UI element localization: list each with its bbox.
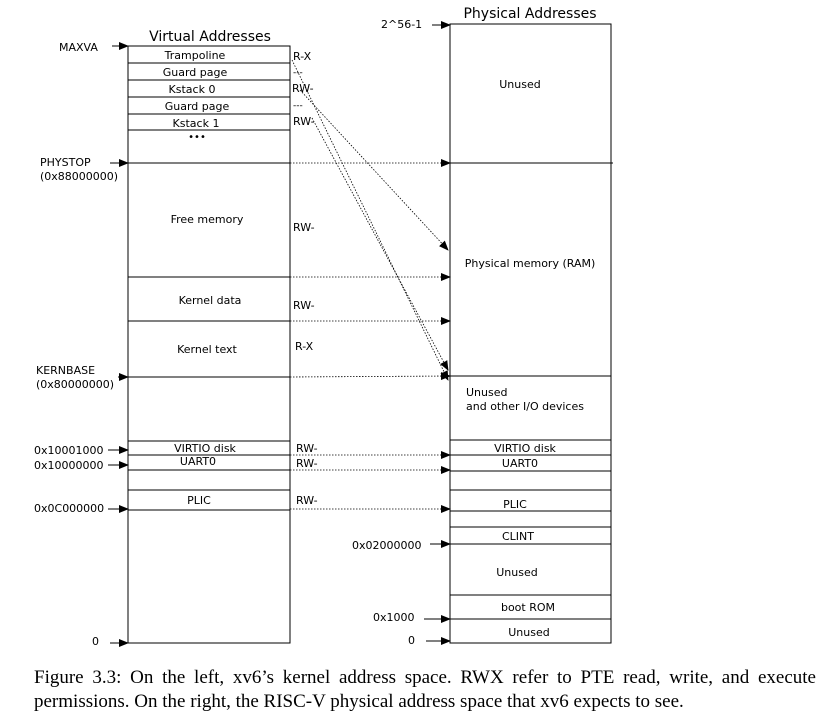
addr-clint: 0x02000000 xyxy=(352,539,422,552)
perm-trampoline: R-X xyxy=(293,50,312,63)
v-plic-label: PLIC xyxy=(187,494,211,507)
p-unused-mid-label: Unused xyxy=(496,566,537,579)
v-trampoline-label: Trampoline xyxy=(164,49,226,62)
v-guard-page-1-label: Guard page xyxy=(163,66,228,79)
p-virtio-disk-label: VIRTIO disk xyxy=(494,442,556,455)
map-trampoline xyxy=(291,59,449,381)
perm-kstack-1: RW- xyxy=(293,115,315,128)
map-kstack-0 xyxy=(299,89,449,251)
figure-caption: Figure 3.3: On the left, xv6’s kernel ad… xyxy=(34,667,816,712)
p-ram-label: Physical memory (RAM) xyxy=(465,257,596,270)
addr-virtio: 0x10001000 xyxy=(34,444,104,457)
v-free-memory-label: Free memory xyxy=(171,213,244,226)
mapping-arrows xyxy=(289,59,451,513)
p-plic-label: PLIC xyxy=(503,498,527,511)
addr-plic: 0x0C000000 xyxy=(34,502,104,515)
v-ellipsis: ••• xyxy=(188,132,206,143)
addr-boot: 0x1000 xyxy=(373,611,415,624)
p-boot-rom-label: boot ROM xyxy=(501,601,555,614)
addr-zero-physical: 0 xyxy=(408,634,415,647)
perm-guard-page-1: --- xyxy=(293,68,303,78)
map-kstack-1 xyxy=(311,117,449,371)
p-unused-top-label: Unused xyxy=(499,78,540,91)
v-uart0-label: UART0 xyxy=(180,455,216,468)
v-kernel-text-label: Kernel text xyxy=(177,343,237,356)
addr-zero-virtual: 0 xyxy=(92,635,99,648)
p-unused-bottom-label: Unused xyxy=(508,626,549,639)
addr-kernbase: KERNBASE xyxy=(36,364,95,377)
addr-uart: 0x10000000 xyxy=(34,459,104,472)
virtual-title: Virtual Addresses xyxy=(149,29,271,45)
perm-kernel-data: RW- xyxy=(293,299,315,312)
p-clint-label: CLINT xyxy=(502,530,534,543)
map-kernbase xyxy=(289,372,451,381)
v-kernel-data-label: Kernel data xyxy=(179,294,242,307)
perm-plic: RW- xyxy=(296,494,318,507)
v-virtio-disk-label: VIRTIO disk xyxy=(174,442,236,455)
addr-phystop: PHYSTOP xyxy=(40,156,91,169)
p-unused-io-label-line1: Unused xyxy=(466,386,507,399)
addr-kernbase-value: (0x80000000) xyxy=(36,378,114,391)
perm-virtio-disk: RW- xyxy=(296,442,318,455)
perm-kernel-text: R-X xyxy=(295,340,314,353)
perm-uart0: RW- xyxy=(296,457,318,470)
perm-kstack-0: RW- xyxy=(292,82,314,95)
addr-maxva: MAXVA xyxy=(59,41,98,54)
physical-address-column xyxy=(449,23,613,644)
virtual-address-column xyxy=(127,45,291,644)
physical-address-arrows xyxy=(424,21,451,645)
v-guard-page-2-label: Guard page xyxy=(165,100,230,113)
perm-guard-page-2: --- xyxy=(293,101,303,111)
addr-phystop-value: (0x88000000) xyxy=(40,170,118,183)
v-kstack-0-label: Kstack 0 xyxy=(169,83,216,96)
address-space-diagram: Virtual Addresses Trampoline Guard page … xyxy=(34,6,613,648)
virtual-address-arrows xyxy=(108,42,129,647)
p-unused-io-label-line2: and other I/O devices xyxy=(466,400,584,413)
v-kstack-1-label: Kstack 1 xyxy=(173,117,220,130)
addr-phys-top: 2^56-1 xyxy=(381,18,422,31)
p-uart0-label: UART0 xyxy=(502,457,538,470)
perm-free-memory: RW- xyxy=(293,221,315,234)
physical-title: Physical Addresses xyxy=(463,6,596,22)
